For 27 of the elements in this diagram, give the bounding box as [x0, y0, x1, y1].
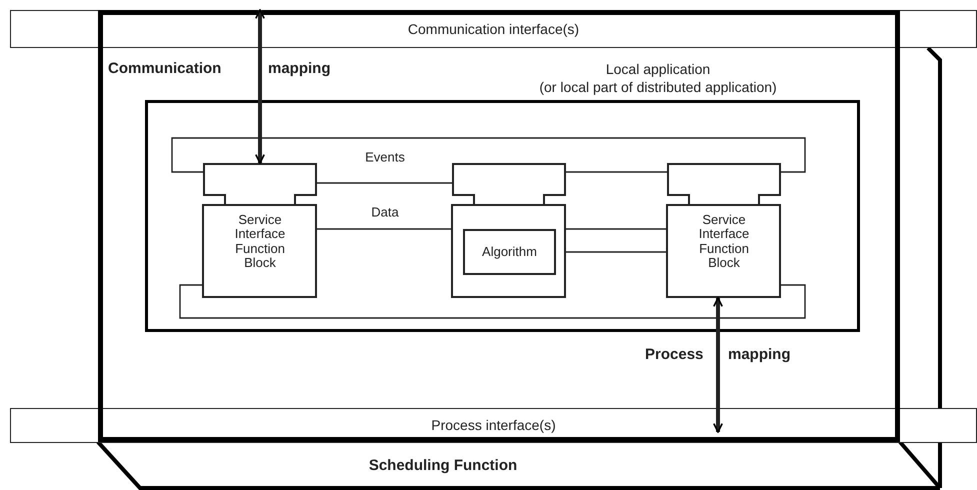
- mapping-label: Communication: [108, 60, 222, 77]
- connector: [179, 284, 806, 319]
- application-heading: (or local part of distributed application): [538, 79, 778, 96]
- connector: [171, 137, 806, 173]
- edge-label: Data: [369, 204, 401, 220]
- connector: [255, 9, 265, 164]
- block-label: Service Interface Function Block: [234, 213, 286, 270]
- connector: [317, 228, 452, 230]
- band-label: Process interface(s): [431, 417, 556, 434]
- algorithm-label: Algorithm: [482, 244, 537, 260]
- algorithm-box: [463, 229, 556, 275]
- mapping-label: mapping: [728, 346, 790, 363]
- block-label: Service Interface Function Block: [698, 213, 750, 270]
- connector: [566, 171, 667, 173]
- band-label: Communication interface(s): [408, 20, 580, 38]
- resource-label: Scheduling Function: [368, 457, 518, 475]
- mapping-label: Process: [645, 346, 704, 363]
- connector: [713, 297, 723, 433]
- connector: [317, 182, 452, 184]
- function-block: [452, 163, 566, 298]
- function-block: [667, 163, 781, 298]
- connector: [566, 251, 667, 253]
- application-heading: Local application: [604, 61, 712, 78]
- mapping-label: mapping: [268, 60, 330, 77]
- function-block: [203, 163, 317, 298]
- connector: [566, 228, 667, 230]
- edge-label: Events: [363, 150, 407, 164]
